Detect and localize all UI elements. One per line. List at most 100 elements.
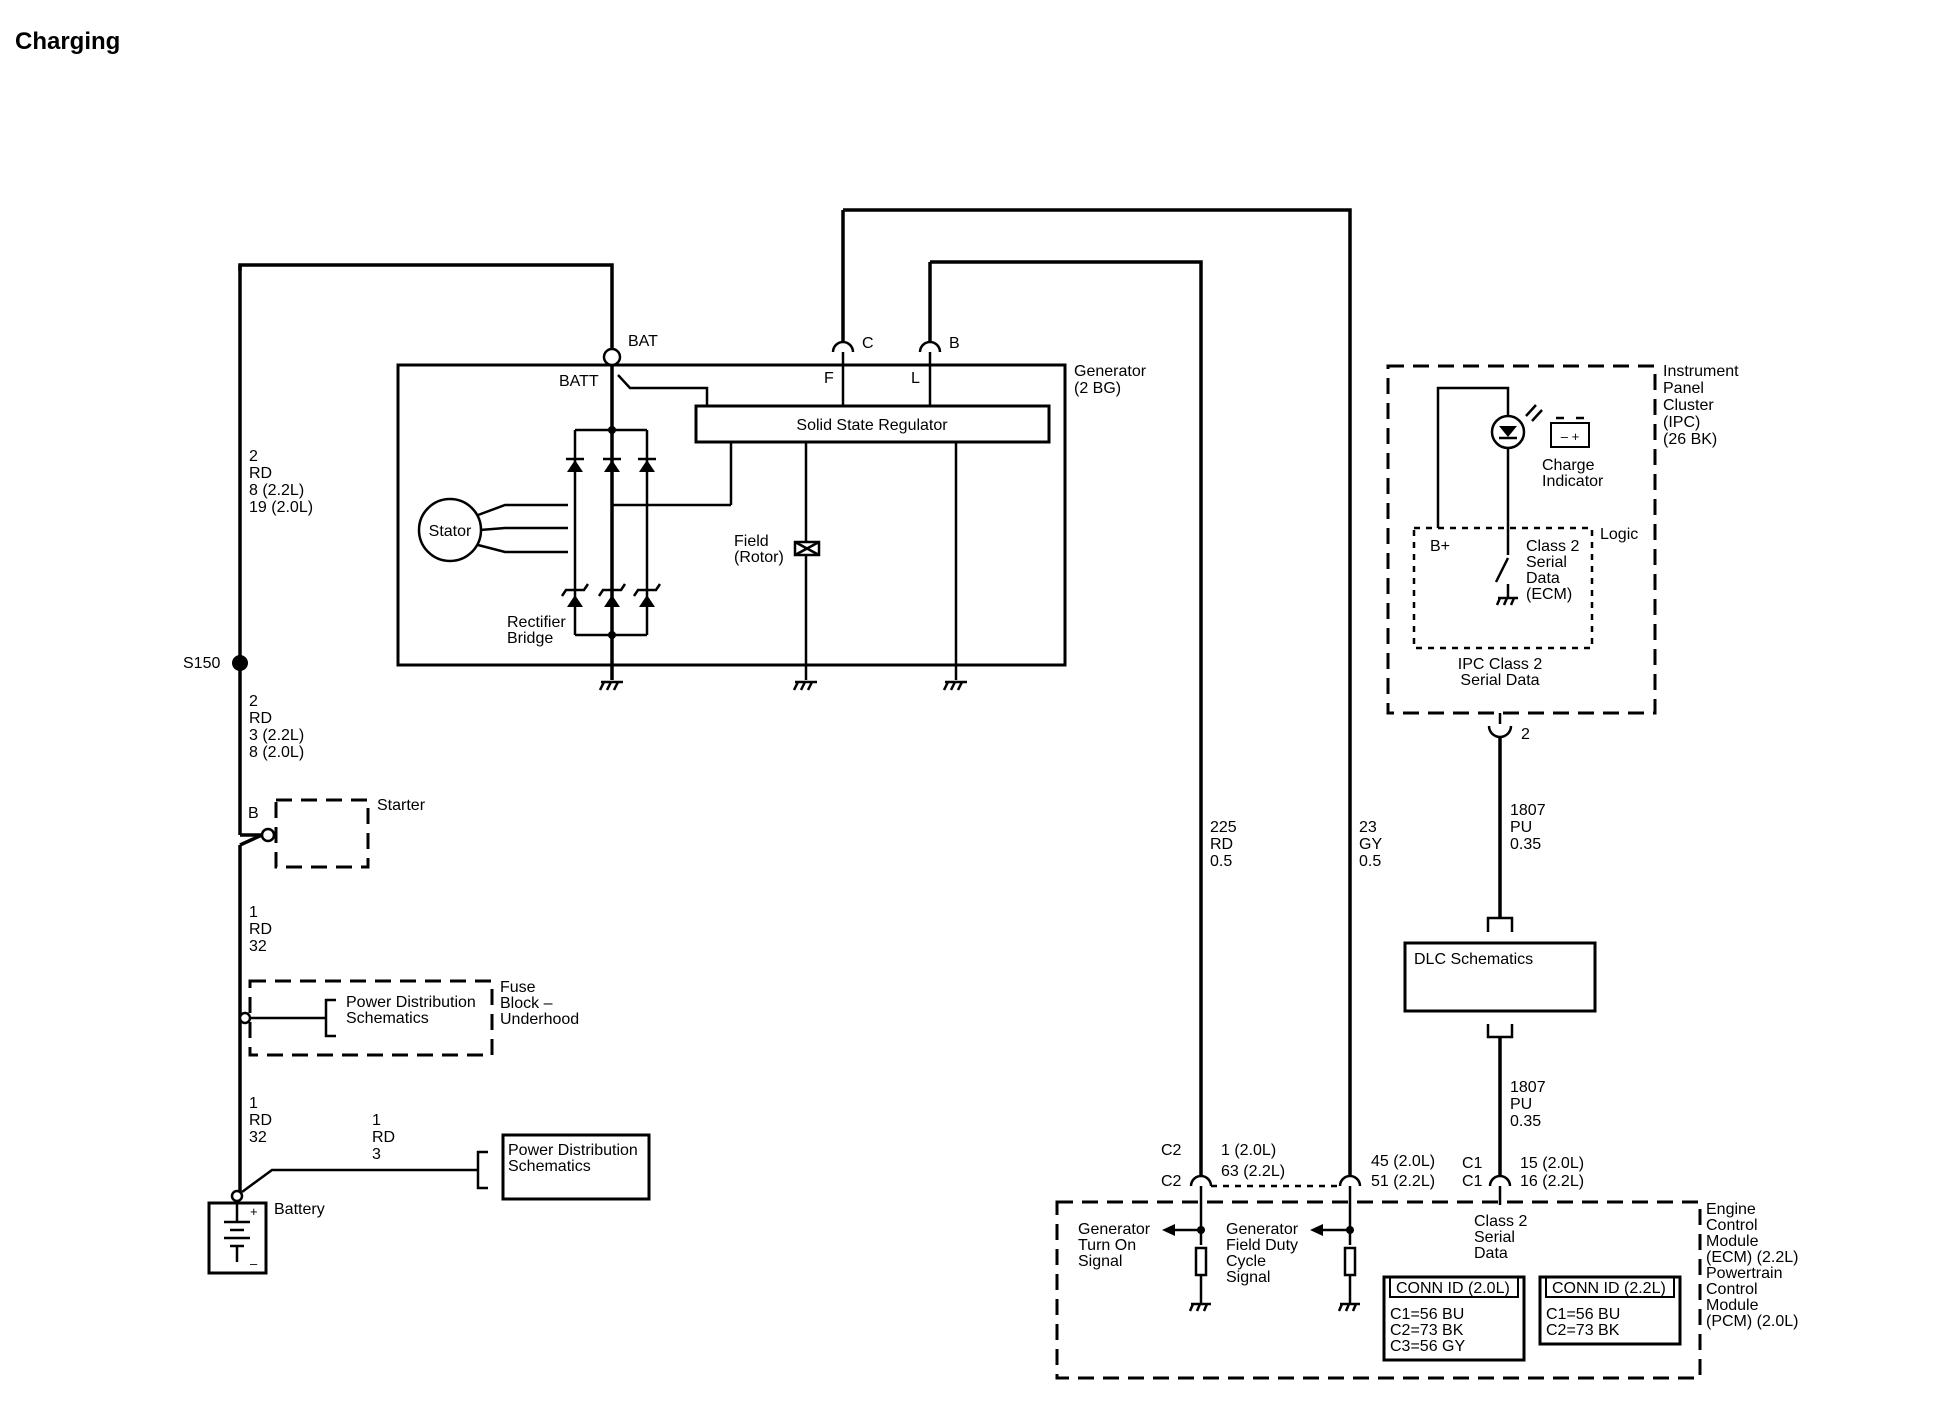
svg-text:Logic: Logic	[1600, 526, 1638, 543]
svg-text:C: C	[862, 335, 874, 352]
svg-text:C1: C1	[1462, 1173, 1483, 1190]
regulator-label: Solid State Regulator	[796, 417, 948, 434]
svg-text:C2: C2	[1161, 1173, 1182, 1190]
svg-text:0.5: 0.5	[1359, 853, 1381, 870]
svg-text:3 (2.2L): 3 (2.2L)	[249, 727, 304, 744]
svg-text:2: 2	[249, 693, 258, 710]
wire-label-bat-s150: 2 RD 8 (2.2L) 19 (2.0L)	[249, 448, 313, 516]
svg-text:Field: Field	[734, 533, 769, 550]
svg-text:Power Distribution: Power Distribution	[346, 994, 476, 1011]
battery-label: Battery	[274, 1201, 325, 1218]
svg-text:Rectifier: Rectifier	[507, 614, 566, 631]
svg-text:0.35: 0.35	[1510, 836, 1541, 853]
starter-terminal: B	[248, 805, 259, 822]
svg-text:1: 1	[249, 1095, 258, 1112]
svg-text:–: –	[250, 1256, 258, 1271]
svg-text:0.5: 0.5	[1210, 853, 1232, 870]
svg-text:(PCM) (2.0L): (PCM) (2.0L)	[1706, 1313, 1798, 1330]
svg-text:Class 2: Class 2	[1526, 538, 1579, 555]
svg-text:1807: 1807	[1510, 1079, 1546, 1096]
battery: + – Battery	[207, 1189, 325, 1275]
wire-label-fuse-battery: 1 RD 32	[249, 1095, 272, 1146]
svg-text:19 (2.0L): 19 (2.0L)	[249, 499, 313, 516]
svg-text:RD: RD	[1210, 836, 1233, 853]
svg-text:RD: RD	[249, 465, 272, 482]
svg-text:Generator: Generator	[1074, 363, 1147, 380]
svg-text:Signal: Signal	[1078, 1253, 1122, 1270]
instrument-panel-cluster: Instrument Panel Cluster (IPC) (26 BK) –…	[1386, 363, 1739, 715]
svg-text:Instrument: Instrument	[1663, 363, 1739, 380]
battery-symbol-icon	[1550, 422, 1590, 448]
conn-id-2-2l-table: CONN ID (2.2L) C1=56 BU C2=73 BK	[1538, 1275, 1682, 1346]
turn-on-signal-wire: 225 RD 0.5	[930, 260, 1237, 1175]
svg-text:BATT: BATT	[559, 373, 599, 390]
svg-text:Cluster: Cluster	[1663, 397, 1714, 414]
svg-text:1: 1	[372, 1112, 381, 1129]
svg-text:63 (2.2L): 63 (2.2L)	[1221, 1163, 1285, 1180]
splice-s150: S150	[183, 655, 248, 672]
svg-text:C2: C2	[1161, 1142, 1182, 1159]
svg-text:GY: GY	[1359, 836, 1382, 853]
svg-text:BAT: BAT	[628, 333, 658, 350]
svg-text:Serial: Serial	[1474, 1229, 1515, 1246]
engine-control-module: Engine Control Module (ECM) (2.2L) Power…	[1055, 1142, 1798, 1380]
svg-text:45 (2.0L): 45 (2.0L)	[1371, 1153, 1435, 1170]
svg-text:Powertrain: Powertrain	[1706, 1265, 1782, 1282]
svg-text:C2=73 BK: C2=73 BK	[1390, 1322, 1464, 1339]
svg-text:23: 23	[1359, 819, 1377, 836]
wire-label-starter-fuse: 1 RD 32	[249, 904, 272, 955]
svg-text:Charge: Charge	[1542, 457, 1595, 474]
svg-text:32: 32	[249, 938, 267, 955]
svg-text:0.35: 0.35	[1510, 1113, 1541, 1130]
svg-text:Generator: Generator	[1078, 1221, 1151, 1238]
svg-text:Underhood: Underhood	[500, 1011, 579, 1028]
svg-text:RD: RD	[249, 710, 272, 727]
lower-diodes	[560, 583, 662, 607]
svg-text:8 (2.0L): 8 (2.0L)	[249, 744, 304, 761]
svg-text:CONN ID (2.0L): CONN ID (2.0L)	[1396, 1280, 1510, 1297]
upper-diodes	[566, 457, 656, 472]
svg-text:Control: Control	[1706, 1281, 1758, 1298]
svg-text:C2=73 BK: C2=73 BK	[1546, 1322, 1620, 1339]
svg-text:C1: C1	[1462, 1155, 1483, 1172]
svg-text:Generator: Generator	[1226, 1221, 1299, 1238]
svg-text:Fuse: Fuse	[500, 979, 536, 996]
svg-text:Block –: Block –	[500, 995, 553, 1012]
svg-text:Schematics: Schematics	[346, 1010, 429, 1027]
svg-text:Data: Data	[1474, 1245, 1508, 1262]
svg-text:IPC Class 2: IPC Class 2	[1458, 656, 1543, 673]
svg-text:Module: Module	[1706, 1233, 1759, 1250]
svg-text:RD: RD	[249, 921, 272, 938]
svg-text:16 (2.2L): 16 (2.2L)	[1520, 1173, 1584, 1190]
svg-text:1 (2.0L): 1 (2.0L)	[1221, 1142, 1276, 1159]
conn-id-2-0l-table: CONN ID (2.0L) C1=56 BU C2=73 BK C3=56 G…	[1382, 1275, 1526, 1362]
svg-text:Data: Data	[1526, 570, 1560, 587]
svg-text:C1=56 BU: C1=56 BU	[1390, 1306, 1464, 1323]
svg-text:Indicator: Indicator	[1542, 473, 1604, 490]
svg-text:PU: PU	[1510, 819, 1532, 836]
svg-text:(ECM): (ECM)	[1526, 586, 1572, 603]
svg-text:Bridge: Bridge	[507, 630, 553, 647]
ipc-connector-pin: 2	[1487, 713, 1530, 918]
starter: B Starter	[239, 797, 426, 869]
wire-label-ipc-dlc: 1807 PU 0.35	[1510, 802, 1546, 853]
svg-text:(ECM) (2.2L): (ECM) (2.2L)	[1706, 1249, 1798, 1266]
wire-label-s150-starter: 2 RD 3 (2.2L) 8 (2.0L)	[249, 693, 304, 761]
svg-text:B+: B+	[1430, 538, 1450, 555]
svg-text:Turn On: Turn On	[1078, 1237, 1136, 1254]
battery-to-pd-wire: 1 RD 3	[241, 1112, 488, 1194]
power-distribution-box: Power Distribution Schematics	[501, 1133, 651, 1201]
starter-label: Starter	[377, 797, 426, 814]
svg-text:Signal: Signal	[1226, 1269, 1270, 1286]
svg-text:– +: – +	[1561, 429, 1579, 444]
svg-text:3: 3	[372, 1146, 381, 1163]
svg-text:Field Duty: Field Duty	[1226, 1237, 1298, 1254]
svg-text:C1=56 BU: C1=56 BU	[1546, 1306, 1620, 1323]
svg-text:Panel: Panel	[1663, 380, 1704, 397]
svg-text:B: B	[949, 335, 960, 352]
svg-text:(IPC): (IPC)	[1663, 414, 1700, 431]
duty-cycle-wire: 23 GY 0.5	[843, 208, 1382, 1175]
fuse-block-underhood: Power Distribution Schematics Fuse Block…	[238, 979, 579, 1057]
svg-text:Power Distribution: Power Distribution	[508, 1142, 638, 1159]
